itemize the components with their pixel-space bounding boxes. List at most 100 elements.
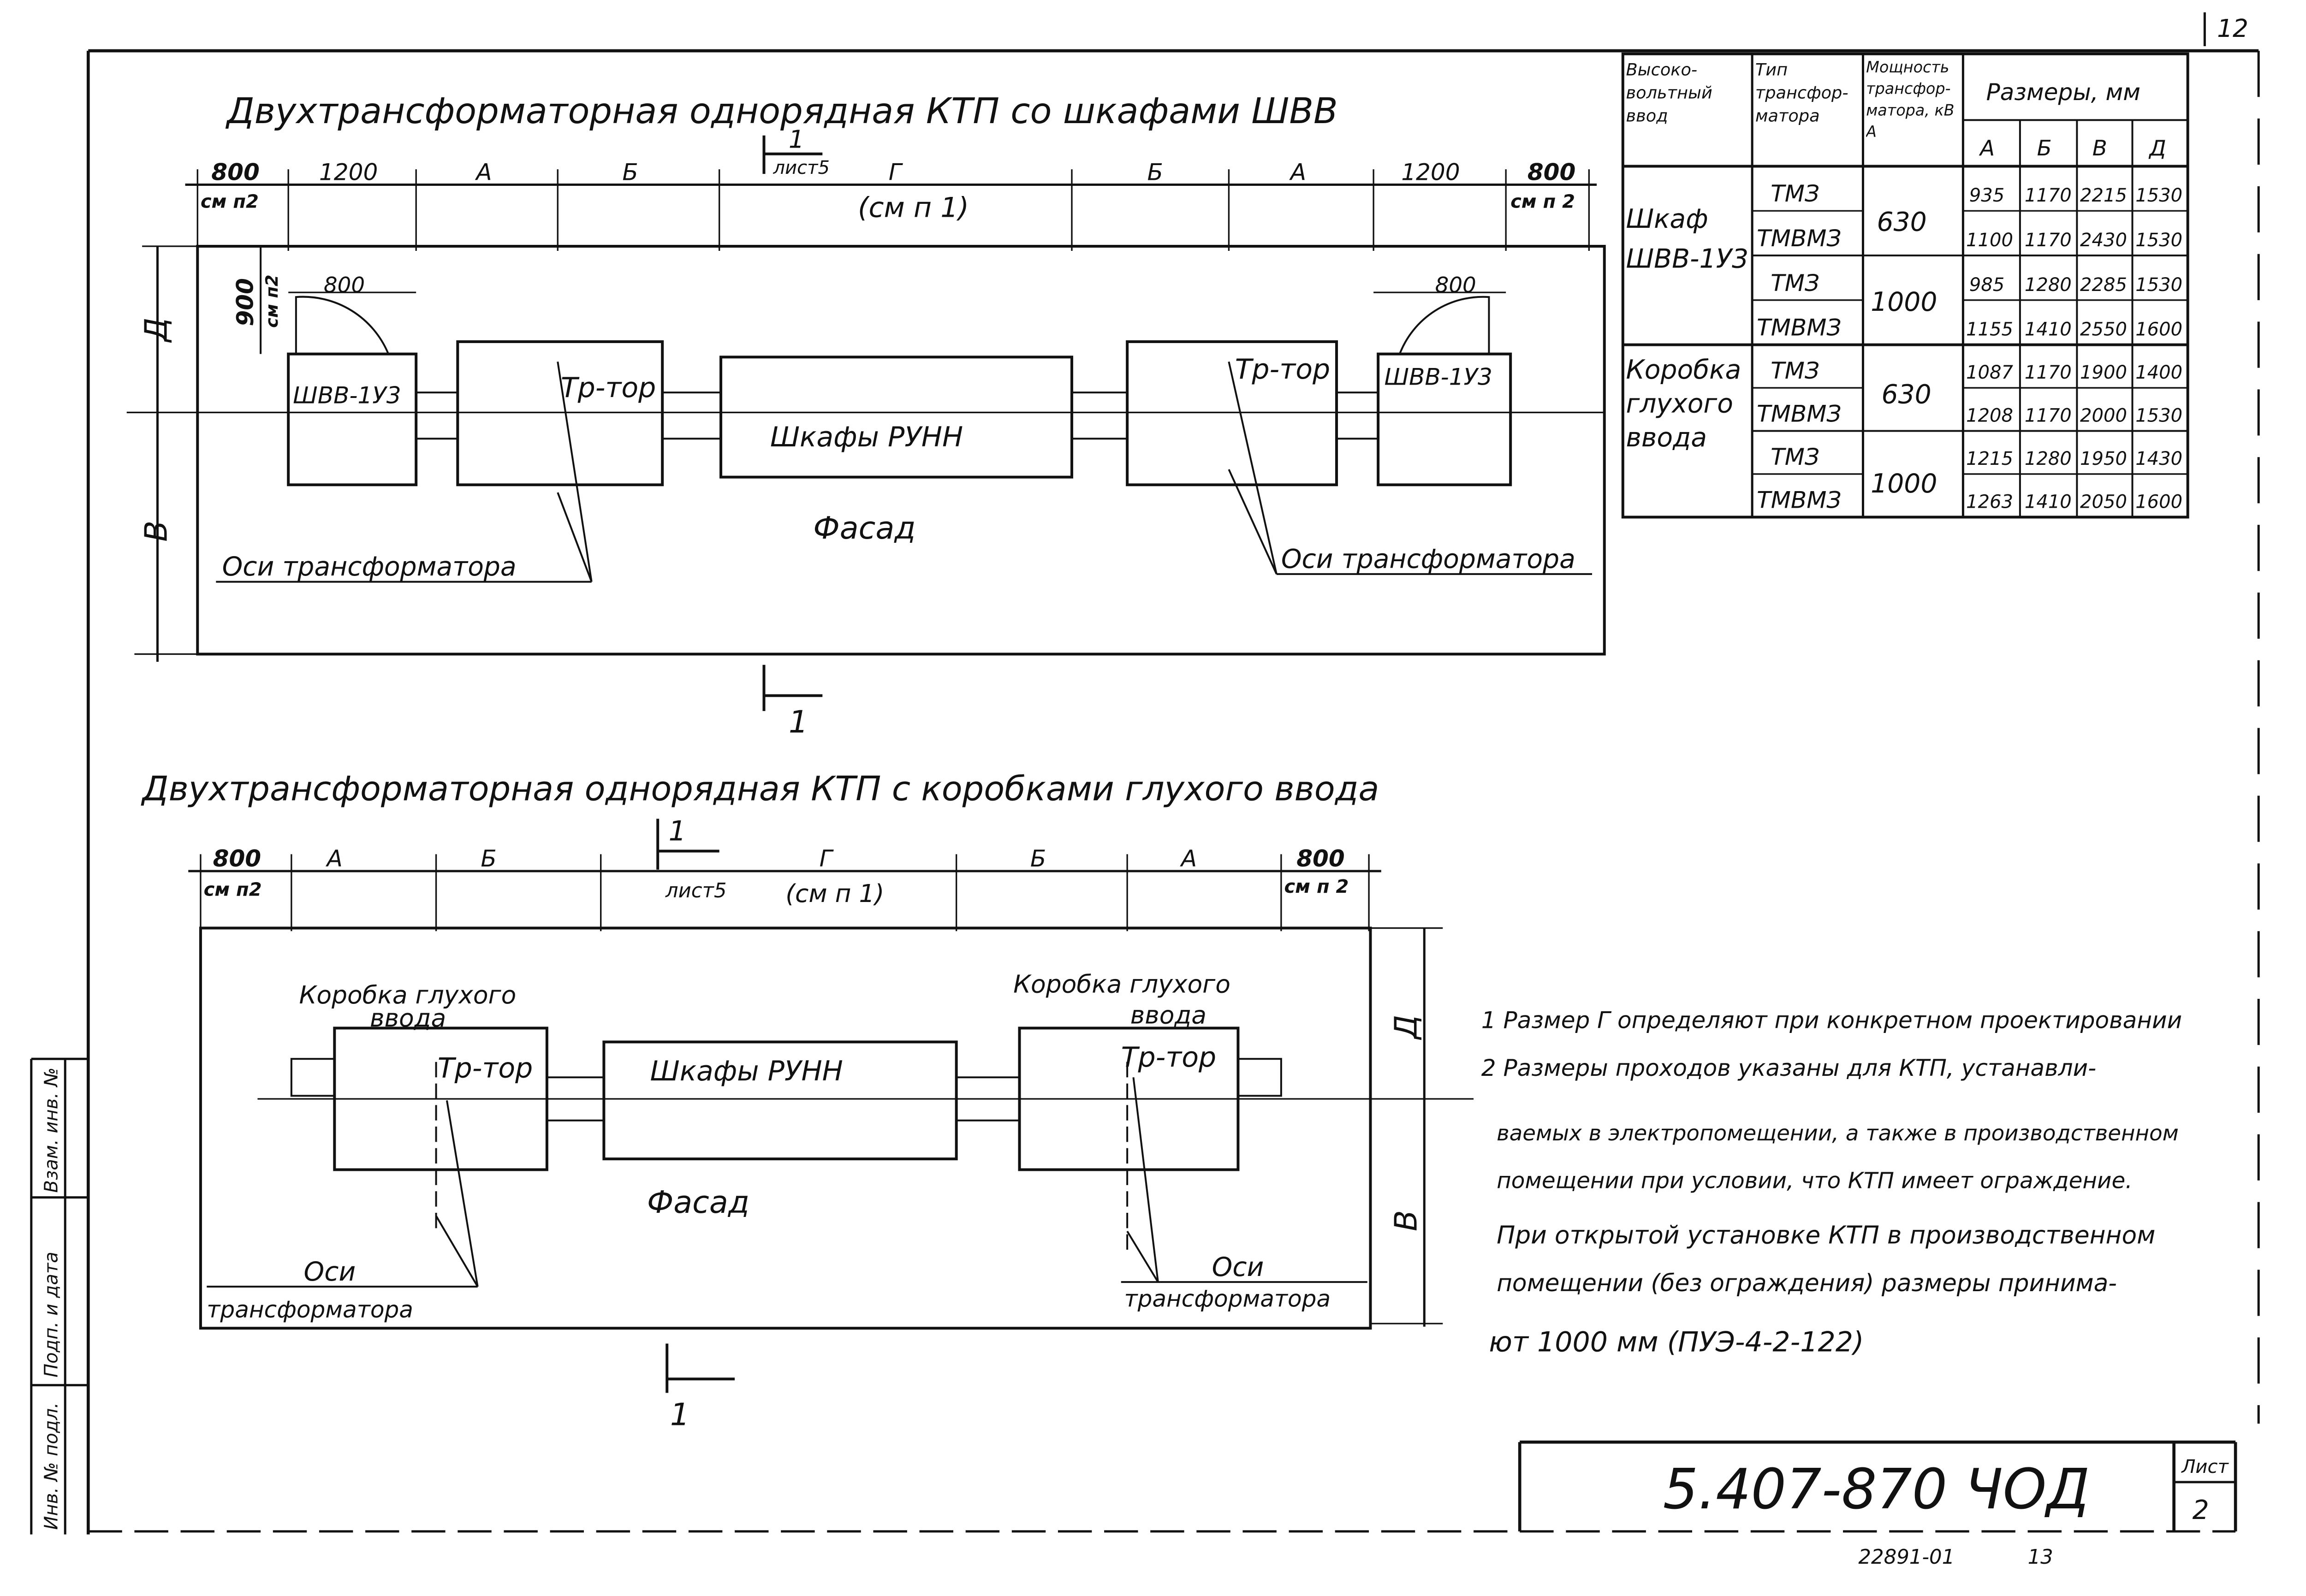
cell-b: 1170 bbox=[2025, 362, 2072, 383]
stamp-sheet-num: 2 bbox=[2193, 1495, 2209, 1525]
termination-box-right: Коробка глухого ввода Тр-тор bbox=[1013, 970, 1282, 1171]
cell-d: 1430 bbox=[2135, 448, 2182, 469]
cell-v: 2430 bbox=[2080, 230, 2127, 251]
header-col-a: А bbox=[1979, 136, 1995, 161]
dim-note-left: см п2 bbox=[201, 191, 259, 213]
dim2-note-left: см п2 bbox=[204, 879, 262, 900]
cell-d: 1530 bbox=[2135, 274, 2182, 296]
note-line: ваемых в электропомещении, а также в про… bbox=[1497, 1121, 2179, 1146]
runn2-label: Шкафы РУНН bbox=[650, 1055, 843, 1087]
cell-d: 1600 bbox=[2135, 491, 2182, 512]
dim2-note-center: (см п 1) bbox=[785, 879, 884, 908]
transformer-label-right: Тр-тор bbox=[1235, 353, 1330, 386]
dim2-b-right: Б bbox=[1030, 845, 1046, 872]
cell-b: 1410 bbox=[2025, 319, 2072, 340]
cell-b: 1170 bbox=[2025, 230, 2072, 251]
row-type: ТМЗ bbox=[1771, 180, 1819, 207]
cell-b: 1280 bbox=[2025, 448, 2072, 469]
dim2-a-right: А bbox=[1180, 845, 1197, 872]
box-label-right-2: ввода bbox=[1130, 1000, 1206, 1029]
vertical-dims-1: Д В 900 см п2 bbox=[138, 246, 282, 662]
vdim-d: Д bbox=[138, 318, 174, 343]
section-mark2-num: 1 bbox=[669, 815, 686, 847]
cell-b: 1170 bbox=[2025, 185, 2072, 206]
termination-box-left: Коробка глухого ввода Тр-тор bbox=[290, 980, 548, 1171]
vdim-900: 900 bbox=[232, 278, 258, 326]
header-sizes: Размеры, мм bbox=[1986, 79, 2140, 106]
side-stamp: Взам. инв. № Подп. и дата Инв. № подл. bbox=[30, 1057, 89, 1535]
header-power: Мощность трансфор-матора, кВ А bbox=[1866, 60, 1955, 142]
section-mark-sheet: лист5 bbox=[773, 157, 829, 178]
section-mark-bottom-2: 1 bbox=[666, 1343, 735, 1433]
facade-label-1: Фасад bbox=[813, 510, 915, 546]
bus-connections-1 bbox=[416, 392, 1379, 440]
page-corner-number: 12 bbox=[2217, 14, 2248, 43]
vdim-v: В bbox=[138, 521, 174, 542]
diagram2-title: Двухтрансформаторная однорядная КТП с ко… bbox=[141, 770, 1379, 809]
side-label-sign-date: Подп. и дата bbox=[41, 1252, 62, 1377]
cell-a: 1208 bbox=[1966, 405, 2013, 426]
cell-v: 2050 bbox=[2080, 491, 2127, 512]
dim-note-center: (см п 1) bbox=[858, 192, 969, 224]
runn-cabinets-2 bbox=[602, 1040, 958, 1161]
stamp-bottom-code: 22891-01 bbox=[1858, 1546, 1955, 1569]
cell-a: 1100 bbox=[1966, 230, 2013, 251]
stamp-bottom-num: 13 bbox=[2028, 1546, 2053, 1569]
cell-b: 1170 bbox=[2025, 405, 2072, 426]
row-type: ТМВМЗ bbox=[1757, 487, 1841, 513]
cell-b: 1280 bbox=[2025, 274, 2072, 296]
note-line: При открытой установке КТП в производств… bbox=[1497, 1221, 2155, 1250]
stamp-code: 5.407-870 ЧОД bbox=[1663, 1457, 2090, 1522]
cell-v: 2550 bbox=[2080, 319, 2127, 340]
vdim-note: см п2 bbox=[262, 274, 282, 327]
axis2-label-right-1: Оси bbox=[1212, 1252, 1264, 1282]
dim-1200-left: 1200 bbox=[319, 159, 378, 185]
vdim2-d: Д bbox=[1388, 1015, 1424, 1040]
transformer2-label-right: Тр-тор bbox=[1121, 1041, 1216, 1074]
group-input-shvv: Шкаф ШВВ-1У3 bbox=[1626, 204, 1749, 276]
row-type: ТМЗ bbox=[1771, 270, 1819, 297]
side-label-replace-inv: Взам. инв. № bbox=[41, 1068, 62, 1193]
dim2-800-right: 800 bbox=[1296, 845, 1344, 872]
row-power: 630 bbox=[1881, 379, 1931, 409]
row-type: ТМЗ bbox=[1771, 357, 1819, 384]
dim-800-left: 800 bbox=[211, 159, 259, 185]
header-input: Высоко-вольтный ввод bbox=[1626, 60, 1712, 126]
cell-v: 1900 bbox=[2080, 362, 2127, 383]
cabinet-label-right: ШВВ-1У3 bbox=[1384, 363, 1492, 390]
dim-b-left: Б bbox=[622, 159, 638, 185]
section-mark-bottom-num: 1 bbox=[789, 704, 808, 740]
box-label-left-1: Коробка глухого bbox=[299, 980, 517, 1009]
row-power: 1000 bbox=[1871, 469, 1937, 499]
box-label-left-2: ввода bbox=[370, 1003, 446, 1032]
cell-d: 1600 bbox=[2135, 319, 2182, 340]
dim2-a-left: А bbox=[326, 845, 343, 872]
dim-g: Г bbox=[889, 159, 903, 185]
transformer-right bbox=[1126, 340, 1338, 487]
dim2-g: Г bbox=[820, 845, 834, 872]
row-type: ТМЗ bbox=[1771, 444, 1819, 470]
notes: 1 Размер Г определяют при конкретном про… bbox=[1481, 1007, 2182, 1358]
note-line: 1 Размер Г определяют при конкретном про… bbox=[1481, 1007, 2182, 1033]
axis2-label-right-2: трансформатора bbox=[1124, 1286, 1331, 1312]
stamp-sheet-label: Лист bbox=[2181, 1456, 2229, 1477]
side-label-inv-orig: Инв. № подл. bbox=[41, 1402, 62, 1530]
box-label-right-1: Коробка глухого bbox=[1013, 970, 1230, 999]
sheet-frame bbox=[86, 49, 2260, 1535]
cell-a: 1155 bbox=[1966, 319, 2013, 340]
cell-d: 1530 bbox=[2135, 230, 2182, 251]
dimensions-table: Высоко-вольтный ввод Тип трансфор-матора… bbox=[1621, 52, 2189, 519]
dimension-chain-1: 800 1200 А Б Г Б А 1200 800 см п2 см п 2… bbox=[185, 159, 1597, 251]
header-type: Тип трансфор-матора bbox=[1755, 60, 1848, 126]
axis-label-left: Оси трансформатора bbox=[222, 552, 517, 582]
section-mark-top-2: 1 лист5 bbox=[656, 815, 726, 902]
vdim2-v: В bbox=[1388, 1210, 1424, 1231]
axis-leaders-1: Оси трансформатора Оси трансформатора bbox=[216, 361, 1593, 583]
dim2-800-left: 800 bbox=[213, 845, 261, 872]
row-type: ТМВМЗ bbox=[1757, 225, 1841, 252]
diagram-2: Двухтрансформаторная однорядная КТП с ко… bbox=[141, 770, 1474, 1433]
section-mark-bottom-1: 1 bbox=[762, 665, 823, 740]
dim-a-left: А bbox=[475, 159, 492, 185]
dim2-note-right: см п 2 bbox=[1284, 876, 1349, 897]
section-mark-num: 1 bbox=[789, 125, 804, 154]
